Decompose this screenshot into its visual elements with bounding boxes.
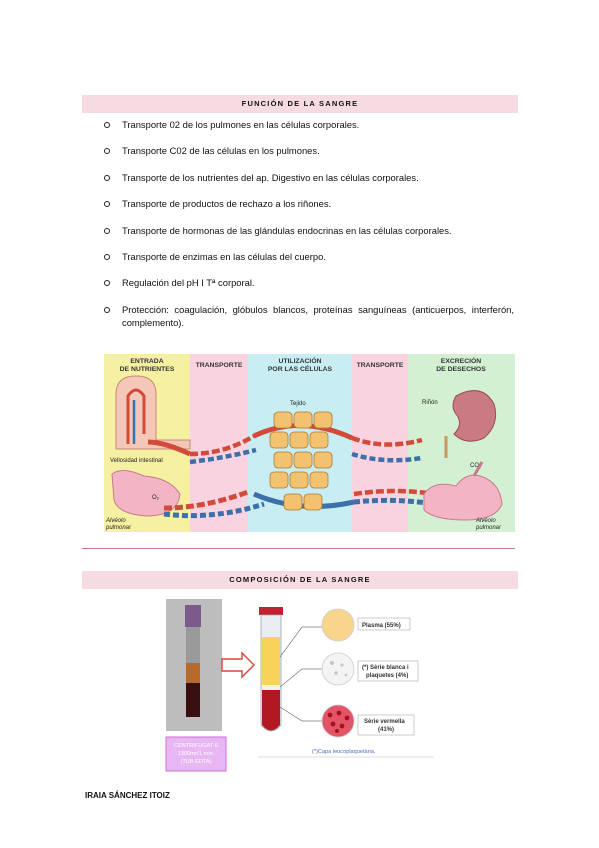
- list-item: Transporte C02 de las células en los pul…: [104, 144, 514, 157]
- list-item: Transporte 02 de los pulmones en las cél…: [104, 118, 514, 131]
- list-item: Transporte de productos de rechazo a los…: [104, 197, 514, 210]
- section-header-composicion: COMPOSICIÓN DE LA SANGRE: [82, 571, 518, 589]
- blood-composition-figure: CENTRIFUGAT 6 1300mn'1 min. (TUB EDTA) P…: [165, 599, 434, 772]
- alveolus-icon: [111, 470, 181, 517]
- col2-heading: TRANSPORTE: [196, 362, 243, 369]
- rinon-label: Riñón: [422, 400, 438, 406]
- col1-heading: DE NUTRIENTES: [120, 366, 175, 373]
- section-header-funcion: FUNCIÓN DE LA SANGRE: [82, 95, 518, 113]
- serie-blanca-label: plaquetes (4%): [366, 673, 408, 679]
- red-cells-dots-icon: [327, 710, 350, 733]
- list-item: Transporte de enzimas en las células del…: [104, 250, 514, 263]
- serie-vermella-label: (41%): [378, 727, 394, 733]
- centrifugat-label: (TUB EDTA): [181, 759, 212, 765]
- col5-heading: DE DESECHOS: [436, 366, 486, 373]
- bullet-circle-icon: [104, 201, 110, 208]
- alveolo-label: Alvéolo: [475, 518, 496, 524]
- bullet-circle-icon: [104, 227, 110, 234]
- test-tube-icon: [259, 607, 283, 732]
- bullet-circle-icon: [104, 174, 110, 181]
- bullet-circle-icon: [104, 306, 110, 313]
- serie-vermella-label-box: [357, 714, 415, 736]
- alveolus-icon: [423, 461, 503, 521]
- alveolo-label: Alvéolo: [105, 518, 126, 524]
- centrifugat-label: 1300mn'1 min.: [178, 751, 215, 757]
- bullet-circle-icon: [104, 148, 110, 155]
- tejido-label: Tejido: [290, 401, 306, 407]
- functions-list: Transporte 02 de los pulmones en las cél…: [104, 118, 514, 342]
- blood-tube-photo: [166, 599, 222, 731]
- arrow-right-icon: [221, 651, 255, 679]
- kidney-icon: [444, 390, 497, 458]
- vellosidad-label: Vellosidad intestinal: [110, 458, 163, 464]
- list-item: Transporte de hormonas de las glándulas …: [104, 224, 514, 237]
- serie-blanca-label: (*) Sèrie blanca i: [362, 665, 409, 671]
- col1-heading: ENTRADA: [130, 358, 163, 365]
- blood-function-diagram: ENTRADA DE NUTRIENTES TRANSPORTE UTILIZA…: [104, 354, 515, 532]
- alveolo-label: pulmonar: [105, 525, 132, 531]
- callouts: [279, 626, 324, 722]
- o2-label: O₂: [152, 495, 160, 501]
- caption-note: (*)Capa leucoplaquetària.: [312, 749, 376, 755]
- white-cells-dots-icon: [330, 661, 348, 677]
- list-item: Regulación del pH I Tª corporal.: [104, 276, 514, 289]
- bullet-circle-icon: [104, 122, 110, 128]
- plasma-circle-icon: [321, 608, 355, 642]
- tissue-cells-icon: [269, 411, 333, 511]
- divider: [82, 548, 515, 549]
- list-item: Transporte de los nutrientes del ap. Dig…: [104, 171, 514, 184]
- col3-heading: POR LAS CÉLULAS: [268, 364, 333, 373]
- plasma-label: Plasma (55%): [362, 623, 401, 629]
- author-footer: IRAIA SÁNCHEZ ITOIZ: [85, 791, 170, 800]
- white-cells-circle-icon: [321, 652, 355, 686]
- plasma-label-box: [357, 617, 411, 631]
- col5-heading: EXCRECIÓN: [441, 356, 482, 365]
- alveolo-label: pulmonar: [475, 525, 502, 531]
- col3-heading: UTILIZACIÓN: [278, 356, 321, 365]
- co2-label: CO₂: [470, 463, 482, 469]
- list-item: Protección: coagulación, glóbulos blanco…: [104, 303, 514, 329]
- bullet-circle-icon: [104, 280, 110, 287]
- col4-heading: TRANSPORTE: [357, 362, 404, 369]
- centrifugat-box: [165, 736, 227, 772]
- section-title: FUNCIÓN DE LA SANGRE: [241, 99, 359, 108]
- bullet-circle-icon: [104, 253, 110, 260]
- section-title: COMPOSICIÓN DE LA SANGRE: [229, 575, 371, 584]
- centrifugat-label: CENTRIFUGAT 6: [174, 743, 218, 749]
- intestinal-villus-icon: [115, 375, 192, 457]
- serie-blanca-label-box: [357, 660, 419, 682]
- serie-vermella-label: Sèrie vermella: [364, 719, 405, 725]
